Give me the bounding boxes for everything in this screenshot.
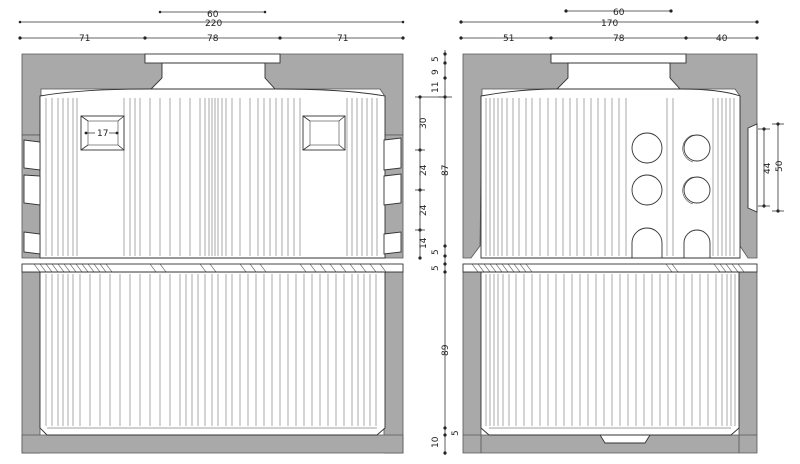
left-lower-soil-left [21, 271, 41, 454]
right-flange-hatch [471, 263, 745, 273]
left-manhole-cover [144, 53, 281, 64]
right-side-pipe [747, 123, 758, 213]
left-flange-hatch [33, 263, 387, 273]
dim-mid-14: 14 [419, 237, 429, 249]
left-upper-ribs [45, 98, 378, 256]
left-view: 60 220 71 78 71 17 [18, 10, 405, 454]
right-side-dims: 44 50 [758, 122, 785, 213]
right-upper-tank [480, 88, 741, 259]
dim-mid-24-a: 24 [419, 164, 429, 176]
dim-mid-9: 9 [431, 69, 441, 75]
opening-label: 17 [97, 129, 108, 139]
dim-left-78: 78 [207, 34, 219, 44]
right-drain-sump [599, 434, 651, 444]
right-view: 60 170 51 78 40 [459, 8, 785, 454]
right-manhole-neck [555, 62, 682, 90]
dim-mid-89: 89 [441, 344, 451, 356]
dim-right-total-170: 170 [601, 19, 618, 29]
right-lower-tank [480, 271, 740, 436]
dim-left-top-60: 60 [207, 10, 219, 20]
left-bottom-soil [21, 434, 404, 454]
dim-left-total-220: 220 [205, 19, 222, 29]
dim-right-44: 44 [763, 162, 773, 174]
right-circular-openings [631, 132, 711, 259]
dim-left-71-b: 71 [337, 34, 348, 44]
right-manhole-cover [550, 53, 687, 64]
dim-mid-5-top: 5 [431, 56, 441, 62]
left-manhole-neck [149, 62, 277, 90]
left-side-pipes [23, 137, 402, 255]
dim-left-71-a: 71 [79, 34, 90, 44]
dim-mid-87: 87 [441, 165, 451, 176]
middle-dimension-column: 5 9 11 30 87 24 24 14 5 5 89 10 5 [415, 50, 461, 455]
dim-right-78: 78 [613, 34, 625, 44]
dim-right-top-60: 60 [613, 8, 625, 18]
right-lower-ribs [485, 274, 736, 429]
left-lower-tank [39, 271, 386, 436]
left-lower-soil-right [383, 271, 404, 454]
left-opening-right [302, 115, 346, 151]
dim-right-40: 40 [716, 34, 728, 44]
dim-mid-5-bottom: 5 [451, 430, 461, 436]
right-upper-ribs [485, 98, 735, 256]
dim-mid-30: 30 [419, 117, 429, 129]
dim-right-50: 50 [775, 160, 785, 172]
dim-mid-5-a: 5 [431, 249, 441, 255]
dim-right-51: 51 [503, 34, 514, 44]
dim-mid-24-b: 24 [419, 204, 429, 216]
dim-mid-5-b: 5 [431, 265, 441, 271]
left-opening-left: 17 [80, 115, 125, 151]
left-upper-tank [39, 88, 386, 259]
dim-mid-10: 10 [431, 436, 441, 448]
left-lower-ribs [45, 274, 377, 429]
dim-mid-11: 11 [431, 82, 441, 93]
